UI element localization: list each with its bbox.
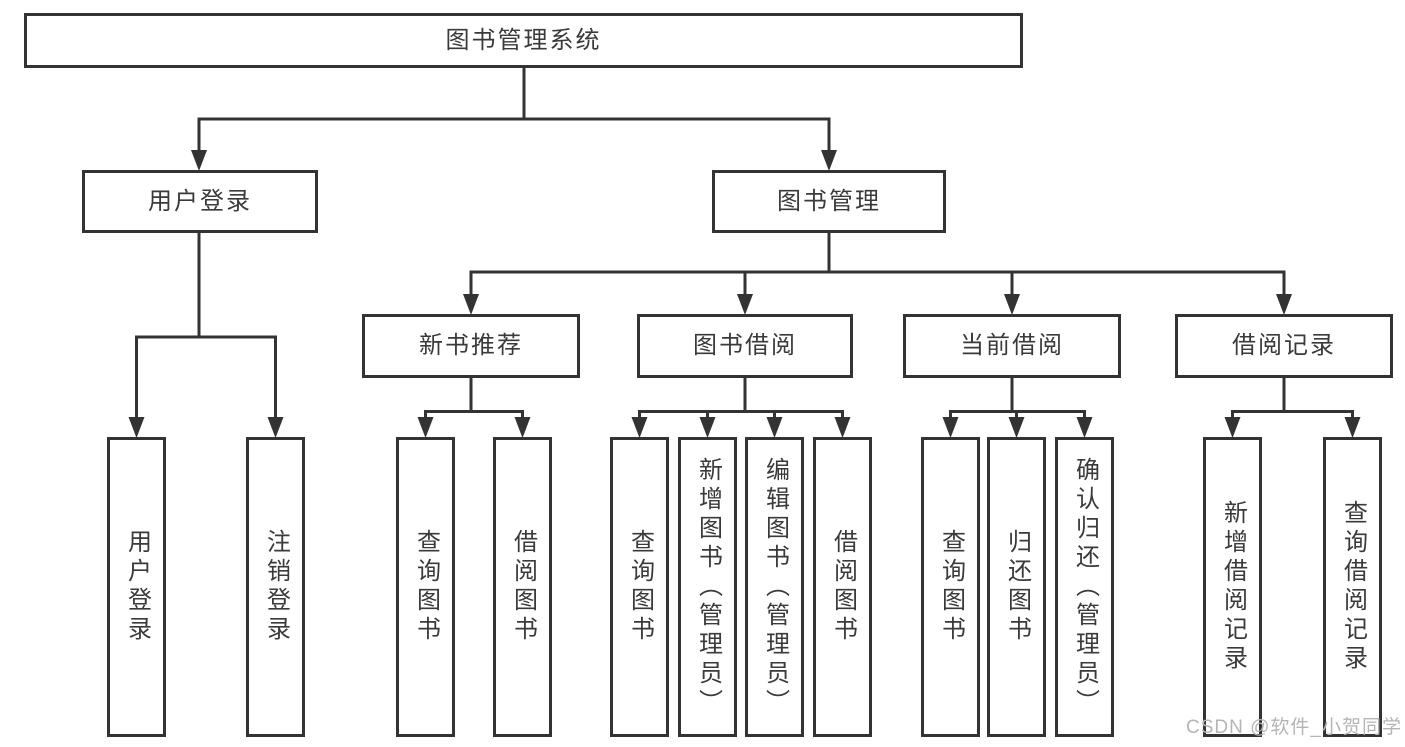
node-borrow-books-recommend-label: 借阅图书 <box>509 529 537 645</box>
node-new-book-recommend: 新书推荐 <box>362 314 580 378</box>
node-query-books-recommend-label: 查询图书 <box>412 529 440 645</box>
node-borrowing-records: 借阅记录 <box>1175 314 1393 378</box>
node-confirm-return-admin-label: 确认归还（管理员） <box>1071 456 1099 718</box>
node-query-books-borrow: 查询图书 <box>610 437 669 737</box>
node-user-login: 用户登录 <box>82 170 318 233</box>
node-book-borrowing-label: 图书借阅 <box>693 332 797 359</box>
node-book-management-label: 图书管理 <box>777 187 881 215</box>
node-add-borrow-record: 新增借阅记录 <box>1203 437 1262 737</box>
node-current-borrowing: 当前借阅 <box>903 314 1121 378</box>
node-leaf-user-login: 用户登录 <box>107 437 166 737</box>
node-query-borrow-record-label: 查询借阅记录 <box>1339 500 1367 674</box>
node-book-management: 图书管理 <box>712 170 946 233</box>
node-query-books-recommend: 查询图书 <box>396 437 455 737</box>
node-new-book-recommend-label: 新书推荐 <box>419 332 523 359</box>
node-query-books-current: 查询图书 <box>921 437 980 737</box>
node-add-borrow-record-label: 新增借阅记录 <box>1219 500 1247 674</box>
node-borrow-books-label: 借阅图书 <box>829 529 857 645</box>
node-edit-books-admin: 编辑图书（管理员） <box>745 437 804 737</box>
watermark: CSDN @软件_小贺同学 <box>1186 717 1402 738</box>
node-leaf-user-login-label: 用户登录 <box>123 529 151 645</box>
node-borrow-books-recommend: 借阅图书 <box>493 437 552 737</box>
node-user-login-label: 用户登录 <box>148 187 252 215</box>
node-book-borrowing: 图书借阅 <box>637 314 853 378</box>
node-edit-books-admin-label: 编辑图书（管理员） <box>761 456 789 718</box>
node-borrowing-records-label: 借阅记录 <box>1232 332 1336 359</box>
node-add-books-admin-label: 新增图书（管理员） <box>694 456 722 718</box>
node-library-system: 图书管理系统 <box>24 13 1023 68</box>
node-query-books-current-label: 查询图书 <box>937 529 965 645</box>
node-confirm-return-admin: 确认归还（管理员） <box>1055 437 1114 737</box>
node-add-books-admin: 新增图书（管理员） <box>678 437 737 737</box>
node-leaf-logout: 注销登录 <box>246 437 305 737</box>
node-borrow-books: 借阅图书 <box>813 437 872 737</box>
node-query-borrow-record: 查询借阅记录 <box>1323 437 1382 737</box>
node-query-books-borrow-label: 查询图书 <box>626 529 654 645</box>
node-current-borrowing-label: 当前借阅 <box>960 332 1064 359</box>
node-leaf-logout-label: 注销登录 <box>262 529 290 645</box>
node-return-books-label: 归还图书 <box>1003 529 1031 645</box>
node-return-books: 归还图书 <box>987 437 1046 737</box>
node-library-system-label: 图书管理系统 <box>445 26 602 54</box>
